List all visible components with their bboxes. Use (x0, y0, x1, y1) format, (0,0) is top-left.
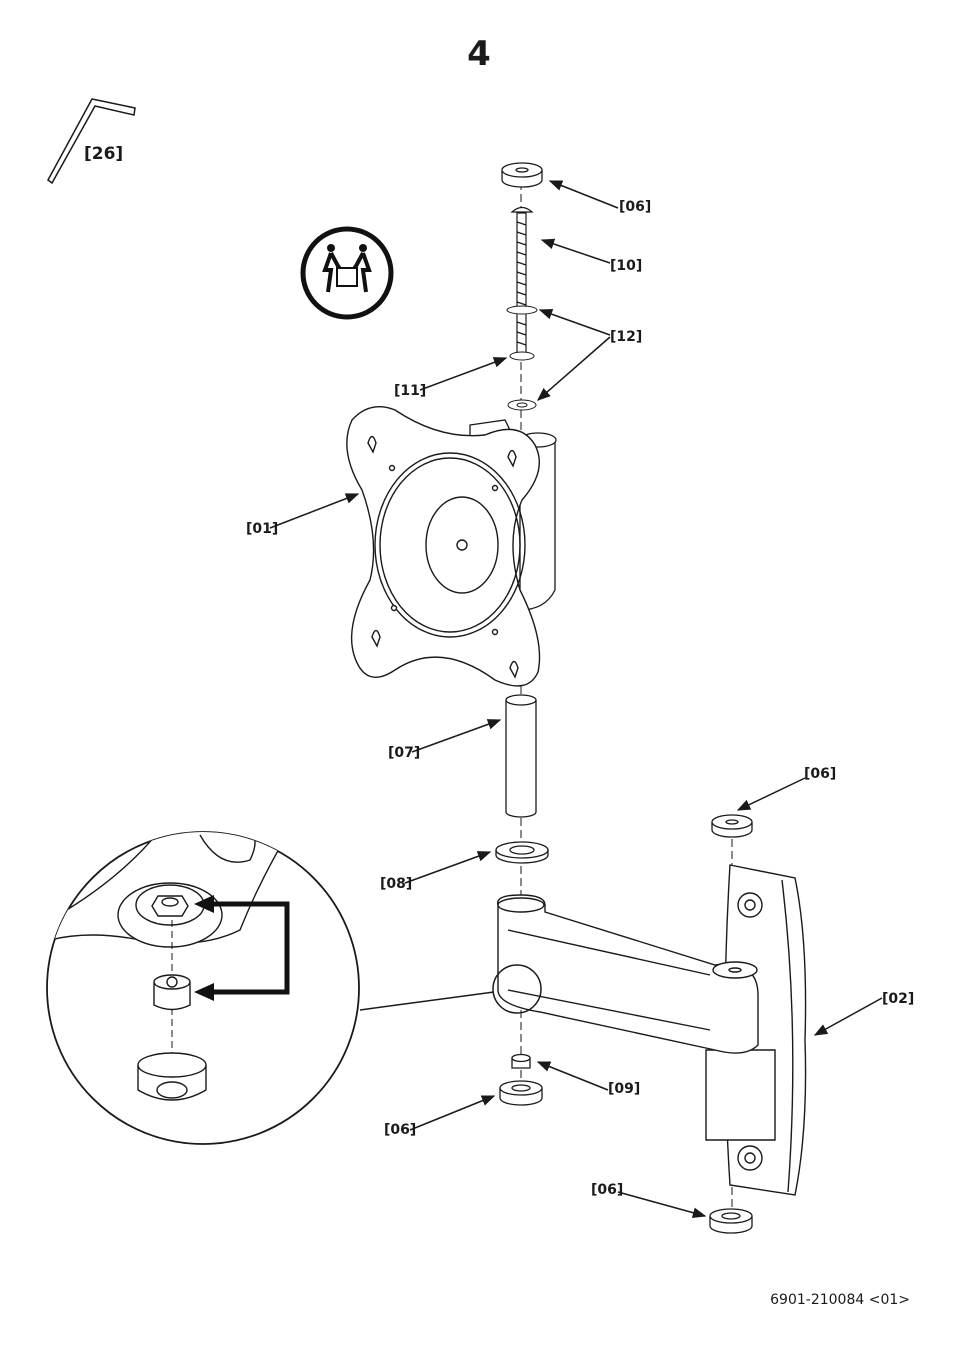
bolt-part (510, 206, 534, 359)
callout-bottom-cap: [06] (384, 1122, 416, 1138)
callout-nut: [09] (608, 1081, 640, 1097)
callout-plate: [01] (246, 521, 278, 537)
step-number: 4 (467, 34, 491, 74)
callout-wall-cap: [06] (591, 1182, 623, 1198)
nut-part (511, 1053, 531, 1069)
callout-bolt: [10] (610, 258, 642, 274)
detail-zoom (46, 831, 360, 1145)
vesa-plate (346, 406, 541, 687)
spacer-tube (505, 694, 537, 818)
washer-on-bolt (506, 305, 538, 315)
callout-right-cap: [06] (804, 766, 836, 782)
bottom-cap-part (499, 1080, 543, 1106)
detail-leader (359, 991, 495, 1011)
small-washer (509, 351, 535, 361)
lower-washer (507, 399, 537, 411)
callout-small-washer: [11] (394, 383, 426, 399)
callout-thick-washer: [08] (380, 876, 412, 892)
thick-washer (495, 841, 549, 864)
top-cap-part (501, 162, 543, 188)
callout-arrows (269, 180, 883, 1218)
two-person-lift-icon (300, 226, 394, 320)
tool-label: [26] (84, 144, 123, 164)
callout-wall-bracket: [02] (882, 991, 914, 1007)
document-code: 6901-210084 <01> (770, 1292, 910, 1308)
right-cap-part (711, 814, 753, 838)
swing-arm (496, 894, 776, 1141)
hex-key-icon (47, 98, 136, 185)
detail-marker (492, 964, 542, 1014)
wall-cap-part (709, 1208, 753, 1234)
callout-top-cap: [06] (619, 199, 651, 215)
callout-washers: [12] (610, 329, 642, 345)
callout-spacer: [07] (388, 745, 420, 761)
